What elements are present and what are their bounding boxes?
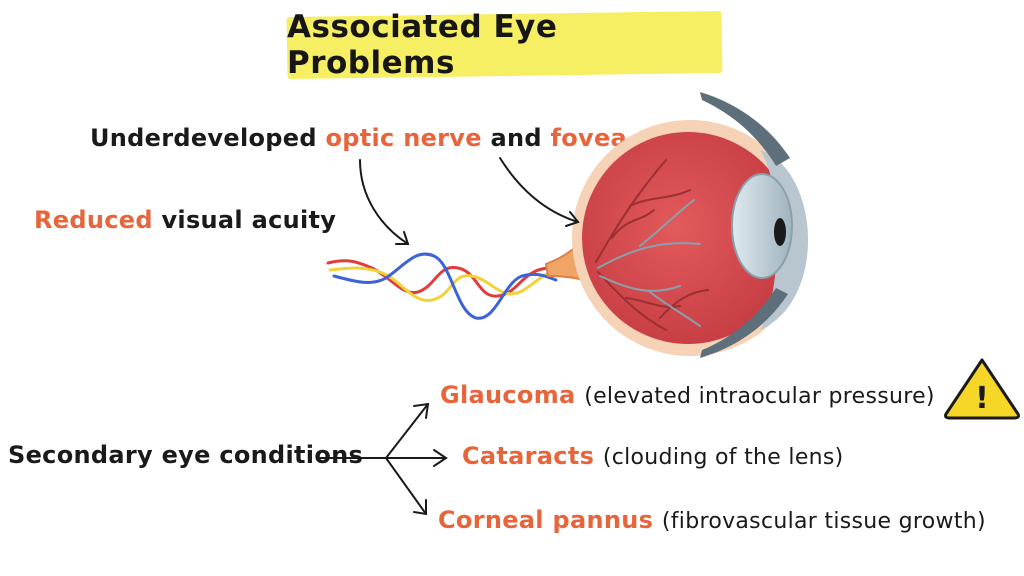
label-underdeveloped-prefix: Underdeveloped — [90, 124, 326, 152]
label-reduced-acuity: Reduced visual acuity — [34, 206, 336, 234]
label-reduced: Reduced — [34, 206, 153, 234]
label-fovea: fovea — [550, 124, 628, 152]
upper-eyelid — [700, 92, 790, 166]
condition-name: Corneal pannus — [438, 506, 654, 534]
label-secondary-conditions: Secondary eye conditions — [8, 441, 364, 469]
arrow-fovea — [499, 157, 579, 223]
condition-note: (fibrovascular tissue growth) — [661, 509, 986, 534]
condition-corneal-pannus: Corneal pannus (fibrovascular tissue gro… — [438, 506, 986, 534]
condition-note: (clouding of the lens) — [602, 445, 844, 470]
condition-glaucoma: Glaucoma (elevated intraocular pressure) — [440, 381, 935, 409]
lens — [731, 173, 793, 279]
label-and: and — [481, 124, 551, 152]
eyeball — [582, 132, 794, 344]
annotation-arrows — [317, 157, 580, 516]
light-waves — [326, 252, 558, 320]
condition-note: (elevated intraocular pressure) — [584, 384, 935, 409]
pupil — [774, 218, 786, 246]
arrow-optic-nerve — [359, 159, 409, 245]
warning-glyph: ! — [975, 381, 989, 416]
blood-vessels — [595, 159, 709, 331]
lower-eyelid — [700, 288, 788, 358]
label-underdeveloped: Underdeveloped optic nerve and fovea — [90, 124, 627, 152]
arrow-glaucoma — [385, 403, 429, 459]
title-banner: Associated Eye Problems — [286, 9, 723, 81]
condition-cataracts: Cataracts (clouding of the lens) — [462, 442, 844, 470]
label-optic-nerve: optic nerve — [325, 124, 482, 152]
condition-name: Glaucoma — [440, 381, 576, 409]
arrow-corneal — [385, 457, 427, 515]
page-title: Associated Eye Problems — [287, 9, 558, 81]
label-visual-acuity: visual acuity — [152, 206, 337, 234]
condition-name: Cataracts — [462, 442, 595, 470]
wave-blue — [332, 252, 558, 320]
wave-yellow — [328, 266, 554, 302]
warning-icon: ! — [944, 358, 1020, 420]
